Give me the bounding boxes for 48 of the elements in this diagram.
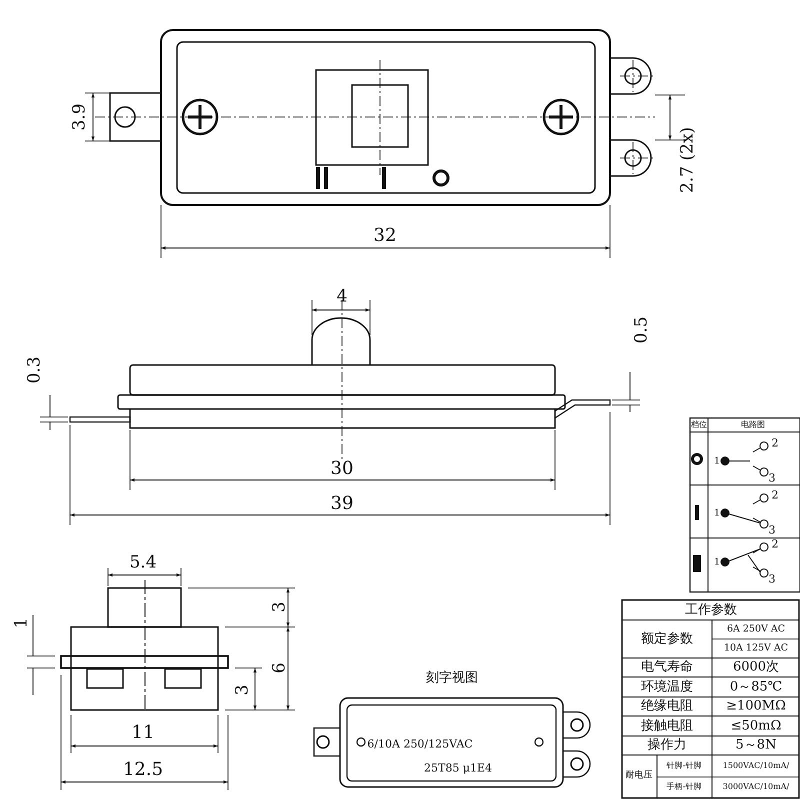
parameter-value: 3000VAC/10mA/ — [722, 783, 790, 791]
dimension-value: 0.5 — [634, 316, 650, 344]
parameter-value: 1500VAC/10mA/ — [722, 762, 790, 770]
dimension-value: 32 — [374, 227, 396, 245]
table-header: 电路图 — [741, 421, 765, 429]
parameter-name: 接触电阻 — [641, 720, 693, 732]
parameter-name: 操作力 — [648, 738, 686, 752]
terminal-number: 2 — [772, 538, 778, 550]
terminal-number: 3 — [768, 524, 776, 536]
dimension-value: 12.5 — [122, 761, 164, 779]
parameter-name: 环境温度 — [641, 680, 693, 694]
parameter-value: ≤50mΩ — [730, 720, 782, 732]
parameter-name: 绝缘电阻 — [641, 700, 693, 712]
dimension-value: 0.3 — [26, 356, 44, 384]
dimension-value: 5.4 — [129, 554, 157, 572]
dimension-value: 39 — [330, 495, 354, 513]
dimension-value: 3.9 — [72, 103, 88, 131]
parameter-value: 5～8N — [736, 738, 776, 752]
dimension-value: 30 — [330, 460, 354, 478]
view-title: 刻字视图 — [426, 672, 478, 684]
dimension-value: 3 — [272, 602, 288, 612]
parameter-value: 6000次 — [732, 660, 780, 674]
terminal-number: 1 — [714, 510, 720, 518]
engraved-text: 25T85 μ1E4 — [424, 762, 492, 774]
parameter-name: 电气寿命 — [641, 660, 693, 674]
dimension-value: 6 — [272, 662, 288, 674]
parameter-name: 手柄-针脚 — [666, 783, 702, 791]
parameter-value: 0～85℃ — [730, 680, 782, 694]
terminal-number: 3 — [768, 574, 776, 584]
dimension-value: 11 — [132, 724, 154, 742]
parameter-name: 额定参数 — [641, 632, 693, 646]
parameter-name: 针脚-针脚 — [666, 762, 702, 770]
dimension-value: 1 — [14, 618, 30, 628]
terminal-number: 1 — [714, 558, 720, 568]
parameter-name: 耐电压 — [626, 772, 652, 780]
parameter-value: 10A 125V AC — [724, 643, 788, 653]
dimension-value: 4 — [336, 288, 348, 306]
terminal-number: 1 — [714, 458, 720, 466]
table-title: 工作参数 — [685, 604, 737, 616]
terminal-number: 3 — [768, 472, 776, 484]
parameter-value: 6A 250V AC — [726, 624, 786, 634]
engraved-text: 6/10A 250/125VAC — [367, 738, 473, 750]
dimension-value: 3 — [234, 684, 252, 696]
dimension-value: 2.7 (2x) — [680, 126, 696, 194]
terminal-number: 2 — [772, 490, 778, 500]
table-header: 档位 — [691, 421, 707, 429]
terminal-number: 2 — [772, 438, 778, 448]
parameter-value: ≥100MΩ — [726, 700, 786, 712]
